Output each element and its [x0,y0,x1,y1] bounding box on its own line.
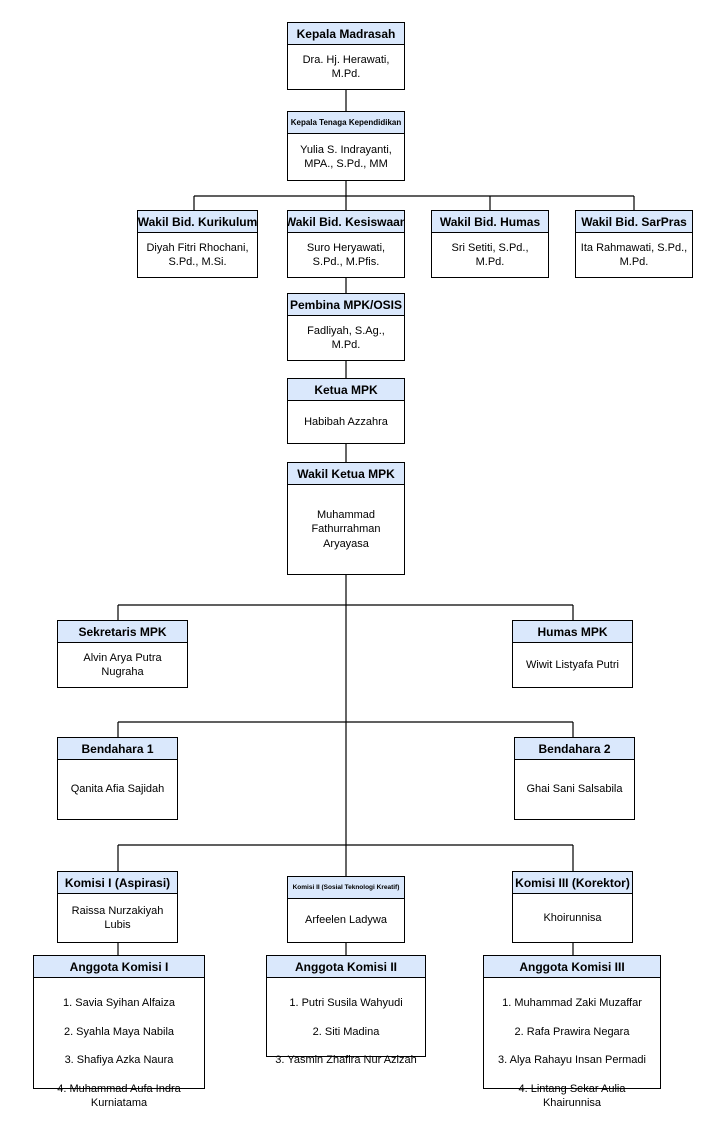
node-wakil-sarpras: Wakil Bid. SarPras Ita Rahmawati, S.Pd.,… [575,210,693,278]
member-item: 1. Putri Susila Wahyudi [289,997,403,1010]
node-name: Raissa Nurzakiyah Lubis [71,904,164,931]
node-name: Khoirunnisa [543,911,602,924]
node-title: Anggota Komisi II [267,956,425,978]
node-name: Yulia S. Indrayanti, MPA., S.Pd., MM [300,143,392,170]
node-wakil-ketua: Wakil Ketua MPK Muhammad Fathurrahman Ar… [287,462,405,575]
member-item: 4. Muhammad Aufa Indra Kurniatama [57,1083,181,1110]
node-pembina: Pembina MPK/OSIS Fadliyah, S.Ag., M.Pd. [287,293,405,361]
member-item: 2. Rafa Prawira Negara [514,1025,630,1038]
node-name: Qanita Afia Sajidah [70,783,165,796]
node-title: Humas MPK [513,621,632,643]
node-title: Kepala Madrasah [288,23,404,45]
node-title: Ketua MPK [288,379,404,401]
node-name: Arfeelen Ladywa [305,914,387,927]
node-kepala-madrasah: Kepala Madrasah Dra. Hj. Herawati, M.Pd. [287,22,405,90]
member-item: 3. Yasmin Zhafira Nur Azizah [275,1054,417,1067]
node-anggota-komisi-2: Anggota Komisi II 1. Putri Susila Wahyud… [266,955,426,1066]
node-komisi-1: Komisi I (Aspirasi) Raissa Nurzakiyah Lu… [57,871,178,943]
member-list: 1. Putri Susila Wahyudi 2. Siti Madina 3… [267,978,425,1086]
node-title: Anggota Komisi III [484,956,660,978]
member-item: 3. Alya Rahayu Insan Permadi [498,1054,646,1067]
node-title: Komisi I (Aspirasi) [58,872,177,894]
node-name: Dra. Hj. Herawati, M.Pd. [302,53,390,80]
node-title: Komisi II (Sosial Teknologi Kreatif) [288,877,404,899]
node-name: Wiwit Listyafa Putri [526,658,619,671]
node-wakil-humas: Wakil Bid. Humas Sri Setiti, S.Pd., M.Pd… [431,210,549,278]
node-anggota-komisi-3: Anggota Komisi III 1. Muhammad Zaki Muza… [483,955,661,1109]
member-list: 1. Muhammad Zaki Muzaffar 2. Rafa Prawir… [484,978,660,1129]
node-name: Habibah Azzahra [304,415,388,428]
node-title: Pembina MPK/OSIS [288,294,404,316]
member-item: 4. Lintang Sekar Aulia Khairunnisa [518,1083,626,1110]
node-ketua: Ketua MPK Habibah Azzahra [287,378,405,444]
member-list: 1. Savia Syihan Alfaiza 2. Syahla Maya N… [34,978,204,1129]
node-sekretaris: Sekretaris MPK Alvin Arya Putra Nugraha [57,620,188,688]
member-item: 1. Muhammad Zaki Muzaffar [502,997,642,1010]
node-title: Wakil Bid. Humas [432,211,548,233]
node-name: Alvin Arya Putra Nugraha [83,651,162,678]
node-title: Anggota Komisi I [34,956,204,978]
node-komisi-2: Komisi II (Sosial Teknologi Kreatif) Arf… [287,876,405,943]
node-name: Fadliyah, S.Ag., M.Pd. [307,324,385,351]
node-wakil-kesiswaan: Wakil Bid. Kesiswaan Suro Heryawati, S.P… [287,210,405,278]
node-title: Komisi III (Korektor) [513,872,632,894]
node-title: Wakil Bid. Kurikulum [138,211,257,233]
node-title: Wakil Bid. Kesiswaan [288,211,404,233]
member-item: 3. Shafiya Azka Naura [64,1054,174,1067]
node-title: Bendahara 2 [515,738,634,760]
node-title: Wakil Ketua MPK [288,463,404,485]
node-bendahara-2: Bendahara 2 Ghai Sani Salsabila [514,737,635,820]
node-name: Ghai Sani Salsabila [526,783,623,796]
node-title: Bendahara 1 [58,738,177,760]
node-bendahara-1: Bendahara 1 Qanita Afia Sajidah [57,737,178,820]
node-name: Sri Setiti, S.Pd., M.Pd. [451,241,529,268]
node-name: Diyah Fitri Rhochani, S.Pd., M.Si. [146,241,249,268]
member-item: 2. Siti Madina [312,1025,380,1038]
node-title: Wakil Bid. SarPras [576,211,692,233]
node-anggota-komisi-1: Anggota Komisi I 1. Savia Syihan Alfaiza… [33,955,205,1109]
node-kepala-tendik: Kepala Tenaga Kependidikan Yulia S. Indr… [287,111,405,181]
member-item: 1. Savia Syihan Alfaiza [63,997,175,1010]
node-title: Kepala Tenaga Kependidikan [288,112,404,134]
node-name: Muhammad Fathurrahman Aryayasa [311,509,381,550]
node-title: Sekretaris MPK [58,621,187,643]
node-name: Suro Heryawati, S.Pd., M.Pfis. [306,241,386,268]
node-komisi-3: Komisi III (Korektor) Khoirunnisa [512,871,633,943]
node-humas-mpk: Humas MPK Wiwit Listyafa Putri [512,620,633,688]
node-name: Ita Rahmawati, S.Pd., M.Pd. [580,241,688,268]
member-item: 2. Syahla Maya Nabila [63,1025,175,1038]
node-wakil-kurikulum: Wakil Bid. Kurikulum Diyah Fitri Rhochan… [137,210,258,278]
